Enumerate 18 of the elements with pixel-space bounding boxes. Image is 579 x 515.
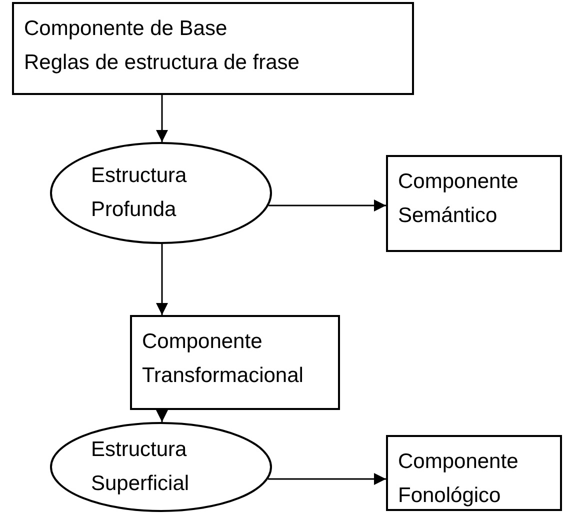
node-text: Componente Transformacional [142,329,304,389]
node-text: Componente de Base [24,16,228,42]
ellipse-node [50,422,272,512]
ellipse-node [50,142,272,244]
process-box [12,2,414,95]
process-box [386,155,562,252]
arrow [268,200,386,212]
node-text: Componente Fonológico [398,449,520,509]
arrow [156,410,168,422]
node-text: Estructura Profunda [91,163,188,223]
arrow [156,95,168,142]
node-text: Estructura Superficial [91,437,190,497]
node-text: Componente Semántico [398,169,520,229]
node-text: Reglas de estructura de frase [24,50,300,76]
process-box [386,435,562,511]
arrow [156,244,168,315]
arrow [268,473,386,485]
process-box [130,315,340,410]
